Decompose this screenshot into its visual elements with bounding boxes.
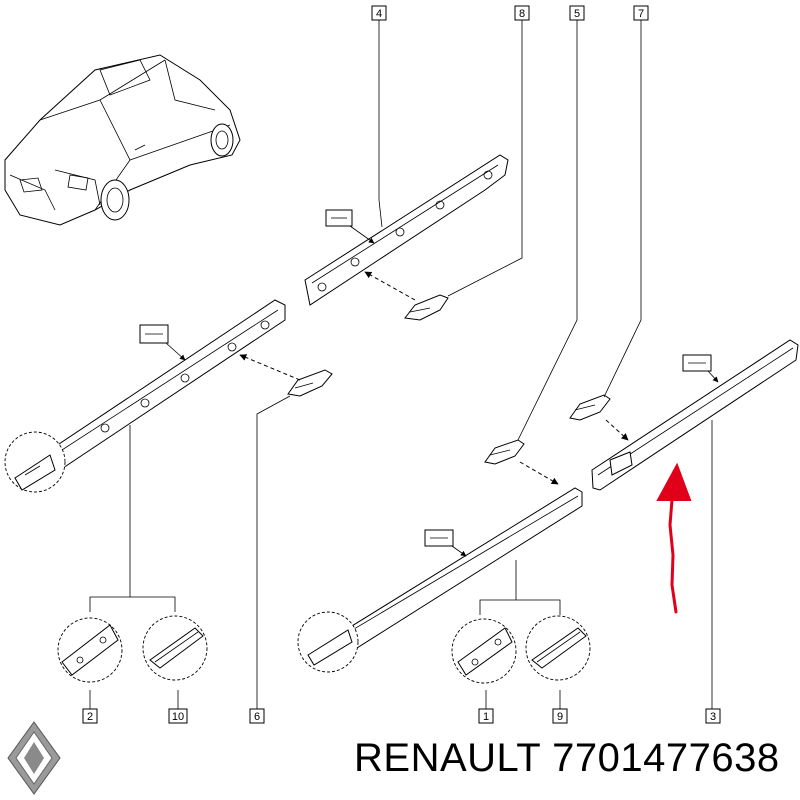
callout-2: 2	[82, 708, 98, 724]
leader-4	[378, 20, 383, 228]
leader-8	[447, 20, 523, 297]
svg-text:2: 2	[87, 711, 93, 723]
clip-symbol-1	[424, 529, 454, 547]
molding-part-3	[591, 339, 799, 491]
leader-1-9	[479, 560, 517, 615]
callout-3: 3	[705, 708, 721, 724]
svg-text:7: 7	[638, 8, 644, 20]
clip-symbol-3	[682, 354, 712, 372]
clip-part-8	[404, 294, 449, 321]
callout-10: 10	[168, 708, 188, 724]
clip-symbol-2	[139, 324, 169, 344]
leader-2-10	[89, 425, 131, 612]
svg-text:3: 3	[710, 711, 716, 723]
red-arrow-icon	[656, 462, 692, 614]
svg-text:5: 5	[574, 8, 580, 20]
detail-circle-left	[4, 431, 66, 493]
callout-9: 9	[552, 708, 568, 724]
svg-text:8: 8	[519, 8, 525, 20]
detail-2	[57, 617, 123, 683]
detail-9	[525, 615, 591, 681]
callout-1: 1	[478, 708, 494, 724]
clip-part-5	[484, 439, 525, 465]
renault-diamond-logo	[7, 721, 61, 795]
callout-8: 8	[514, 5, 530, 21]
callout-4: 4	[371, 5, 387, 21]
molding-part-4	[304, 154, 509, 306]
callout-6: 6	[249, 708, 265, 724]
clip-symbol-4	[325, 209, 353, 227]
svg-text:10: 10	[172, 711, 184, 723]
caption-part-number: RENAULT 7701477638	[354, 736, 780, 780]
car-illustration	[4, 54, 241, 226]
callout-5: 5	[569, 5, 585, 21]
molding-part-2	[19, 299, 286, 491]
callout-7: 7	[633, 5, 649, 21]
clip-part-7	[569, 394, 611, 421]
svg-text:1: 1	[483, 711, 489, 723]
detail-1	[451, 618, 517, 684]
clip-part-6	[287, 369, 333, 397]
svg-text:9: 9	[557, 711, 563, 723]
svg-text:4: 4	[376, 8, 382, 20]
detail-10	[142, 615, 208, 681]
leader-5	[517, 20, 578, 441]
svg-text:6: 6	[254, 711, 260, 723]
leader-6	[256, 395, 291, 709]
leader-7	[603, 20, 642, 398]
